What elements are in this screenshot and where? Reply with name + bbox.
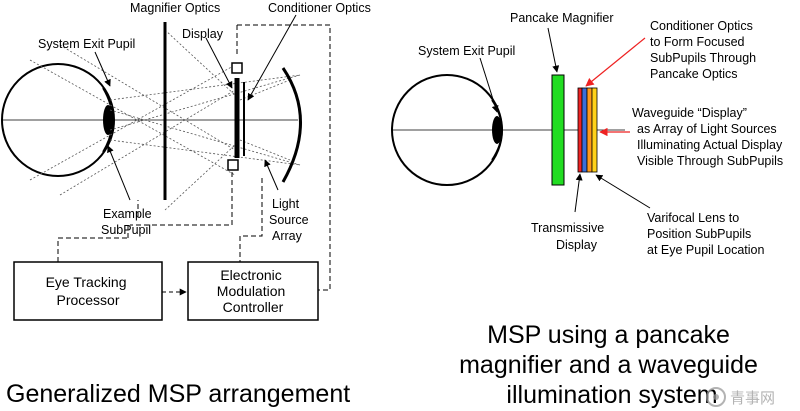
label-waveguide: Waveguide “Display” as Array of Light So… bbox=[632, 106, 786, 168]
left-diagram: Magnifier Optics Conditioner Optics Disp… bbox=[1, 1, 371, 408]
eye-left bbox=[1, 63, 115, 177]
modulation-controller-box bbox=[187, 261, 319, 321]
right-diagram: Pancake Magnifier System Exit Pupil Cond… bbox=[391, 11, 786, 409]
varifocal-lens-yellow bbox=[591, 87, 598, 173]
eye-tracking-processor-box bbox=[13, 261, 163, 321]
label-conditioner-right: Conditioner Optics to Form Focused SubPu… bbox=[650, 19, 760, 81]
arrow-exit-pupil-left bbox=[94, 51, 111, 87]
label-pancake-magnifier: Pancake Magnifier bbox=[510, 11, 614, 25]
top-sensor-box bbox=[231, 62, 243, 74]
pancake-magnifier-plate bbox=[551, 74, 565, 186]
label-varifocal-lens: Varifocal Lens to Position SubPupils at … bbox=[647, 211, 764, 257]
arrow-subpupil bbox=[107, 145, 131, 201]
label-system-exit-pupil-left: System Exit Pupil bbox=[38, 37, 135, 51]
arrow-light-source bbox=[264, 159, 279, 191]
label-display: Display bbox=[182, 27, 224, 41]
arrow-conditioner-red bbox=[585, 37, 646, 87]
left-caption: Generalized MSP arrangement bbox=[6, 380, 350, 408]
eye-right bbox=[391, 74, 503, 186]
transmissive-display-plate bbox=[577, 87, 583, 173]
label-transmissive-display: Transmissive Display bbox=[531, 221, 608, 252]
control-dashed-lines bbox=[57, 24, 331, 291]
watermark-text: 青事网 bbox=[730, 389, 775, 407]
label-system-exit-pupil-right: System Exit Pupil bbox=[418, 44, 515, 58]
right-caption: MSP using a pancake magnifier and a wave… bbox=[459, 321, 765, 409]
arrow-transmissive bbox=[574, 173, 583, 213]
bottom-sensor-box bbox=[227, 159, 239, 171]
waveguide-plate bbox=[581, 87, 588, 173]
arrow-conditioner bbox=[247, 14, 297, 101]
arrow-pancake-magnifier bbox=[547, 27, 560, 73]
eye-tracking-processor-label: Eye Tracking Processor bbox=[46, 274, 131, 308]
watermark: 青事网 bbox=[706, 387, 775, 407]
label-magnifier-optics: Magnifier Optics bbox=[130, 1, 220, 15]
label-conditioner-optics: Conditioner Optics bbox=[268, 1, 371, 15]
varifocal-lens-orange bbox=[586, 87, 593, 173]
arrow-display bbox=[205, 37, 233, 89]
label-light-source-array: Light Source Array bbox=[269, 197, 312, 243]
modulation-controller-label: Electronic Modulation Controller bbox=[217, 267, 289, 315]
label-example-subpupil: Example SubPupil bbox=[101, 207, 155, 237]
light-source-array-curve bbox=[281, 67, 302, 183]
arrow-exit-pupil-right bbox=[479, 57, 499, 113]
arrow-varifocal bbox=[595, 174, 651, 209]
